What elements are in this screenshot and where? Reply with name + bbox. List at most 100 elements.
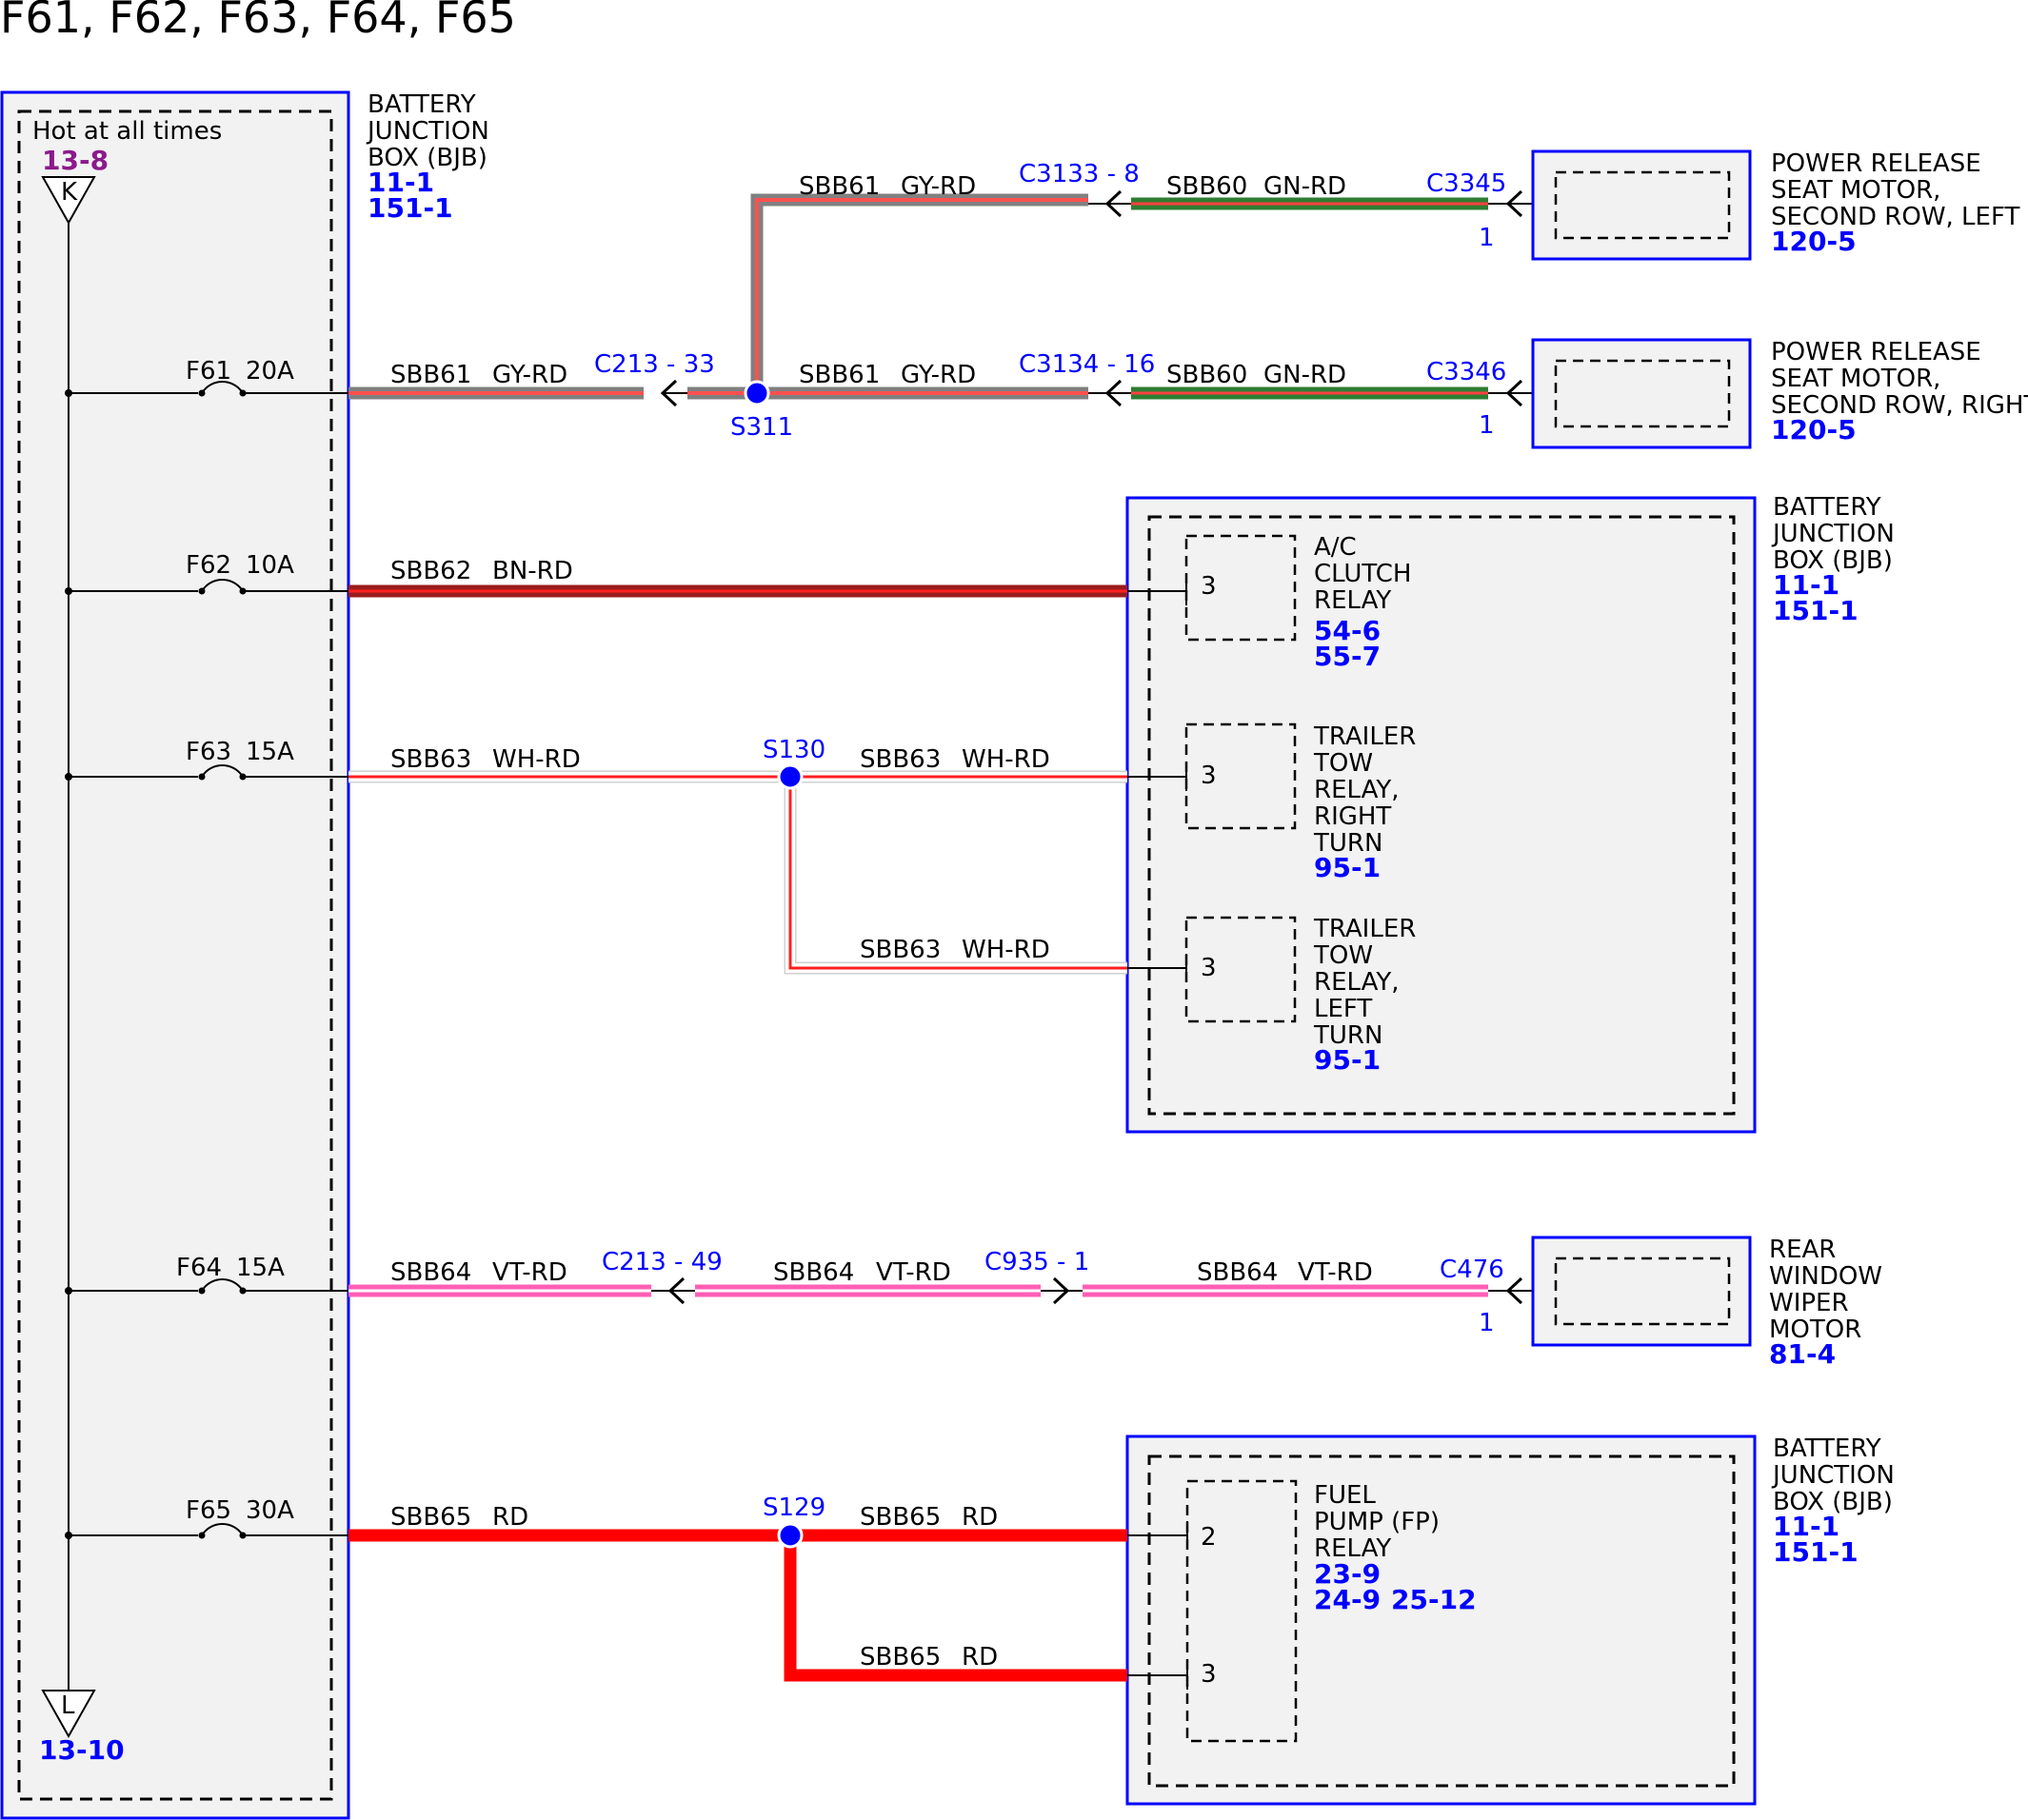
- connector-c3346-pin: 1: [1479, 411, 1495, 440]
- middle-bjb-name3: BOX (BJB): [1773, 546, 1893, 575]
- connector-c476[interactable]: C476: [1440, 1256, 1504, 1284]
- connector-c213-33[interactable]: C213 - 33: [594, 350, 715, 379]
- bottom-bjb-name3: BOX (BJB): [1773, 1488, 1893, 1516]
- seat-left-line1: POWER RELEASE: [1771, 149, 1981, 178]
- circuit-f63: S130 SBB63 WH-RD SBB63 WH-RD SBB63 WH-RD: [348, 736, 1187, 982]
- l-connector-icon: [41, 1690, 96, 1739]
- connector-c935[interactable]: C935 - 1: [984, 1248, 1089, 1276]
- seat-right-line2: SEAT MOTOR,: [1771, 365, 1940, 393]
- middle-bjb-frame: [1125, 496, 1757, 1134]
- fuse-f64-id: F64: [176, 1254, 222, 1282]
- wire-label-circuit: SBB64: [1197, 1258, 1278, 1287]
- connector-c3133[interactable]: C3133 - 8: [1019, 160, 1140, 188]
- middle-bjb-ref1[interactable]: 11-1: [1773, 569, 1839, 601]
- splice-s129-label: S129: [763, 1494, 825, 1522]
- fp-relay-ref1[interactable]: 23-9: [1314, 1558, 1381, 1590]
- middle-bjb-name2: JUNCTION: [1771, 520, 1895, 548]
- connector-c3345[interactable]: C3345: [1426, 169, 1506, 198]
- fuse-f64-rating: 15A: [236, 1254, 285, 1282]
- fuse-f63-rating: 15A: [246, 738, 294, 766]
- ac-clutch-relay-box: [1184, 534, 1297, 642]
- connector-c3134[interactable]: C3134 - 16: [1019, 350, 1155, 379]
- bottom-bjb-ref1[interactable]: 11-1: [1773, 1511, 1839, 1542]
- wiper-line2: WINDOW: [1769, 1262, 1882, 1291]
- ac-relay-ref2[interactable]: 55-7: [1314, 641, 1381, 672]
- wire-label-circuit: SBB60: [1166, 172, 1247, 201]
- splice-s311-label: S311: [730, 413, 793, 442]
- seat-right-line3: SECOND ROW, RIGHT: [1771, 391, 2028, 420]
- fuse-f63-id: F63: [186, 738, 231, 766]
- fp-relay-ref3[interactable]: 25-12: [1391, 1584, 1477, 1615]
- wire-label-circuit: SBB61: [799, 361, 880, 389]
- tt-right-line5: TURN: [1313, 829, 1382, 858]
- wire-label-color: BN-RD: [492, 557, 573, 585]
- tt-right-ref[interactable]: 95-1: [1314, 852, 1381, 883]
- seat-right-ref[interactable]: 120-5: [1771, 414, 1857, 445]
- middle-bjb-ref2[interactable]: 151-1: [1773, 595, 1859, 626]
- fp-relay-ref2[interactable]: 24-9: [1314, 1584, 1381, 1615]
- left-box-ref1[interactable]: 11-1: [368, 167, 434, 198]
- wire-label-color: WH-RD: [962, 745, 1050, 774]
- fuse-icon: [201, 1278, 244, 1292]
- hot-ref-link[interactable]: 13-8: [42, 145, 109, 176]
- fuse-icon: [201, 1523, 244, 1536]
- wire-label-circuit: SBB63: [860, 936, 941, 964]
- fp-relay-line2: PUMP (FP): [1314, 1508, 1440, 1536]
- wiper-ref[interactable]: 81-4: [1769, 1338, 1836, 1370]
- circuit-f65: S129 SBB65 RD SBB65 RD SBB65 RD: [348, 1494, 1188, 1690]
- ac-relay-line3: RELAY: [1314, 586, 1391, 615]
- wire-label-color: GN-RD: [1263, 361, 1346, 389]
- fuel-pump-relay-box: [1185, 1479, 1298, 1743]
- seat-left-ref[interactable]: 120-5: [1771, 226, 1857, 257]
- wire-label-color: GY-RD: [901, 361, 976, 389]
- ac-relay-ref1[interactable]: 54-6: [1314, 615, 1381, 646]
- seat-left-line2: SEAT MOTOR,: [1771, 176, 1940, 205]
- l-label: L: [61, 1691, 75, 1720]
- wire-label-color: RD: [962, 1643, 998, 1672]
- wire-label-circuit: SBB61: [799, 172, 880, 201]
- splice-s130-label: S130: [763, 736, 825, 764]
- trailer-tow-relay-left-box: [1184, 916, 1297, 1023]
- wire-label-circuit: SBB61: [390, 361, 471, 389]
- left-box-ref2[interactable]: 151-1: [368, 192, 453, 224]
- circuit-f64: SBB64 VT-RD SBB64 VT-RD SBB64 VT-RD C213…: [348, 1236, 1882, 1370]
- middle-junction-box: BATTERY JUNCTION BOX (BJB) 11-1 151-1 3 …: [1125, 493, 1895, 1134]
- fuse-icon: [201, 381, 244, 394]
- circuit-f62: SBB62 BN-RD: [348, 557, 1187, 605]
- fuse-f62-id: F62: [186, 551, 231, 580]
- bottom-bjb-ref2[interactable]: 151-1: [1773, 1536, 1859, 1568]
- connector-c213-49[interactable]: C213 - 49: [602, 1248, 723, 1276]
- seat-right-line1: POWER RELEASE: [1771, 338, 1981, 366]
- fuse-f65-id: F65: [186, 1496, 231, 1525]
- wire-label-color: VT-RD: [492, 1258, 567, 1287]
- left-box-name-line1: BATTERY: [368, 90, 476, 119]
- tt-left-ref[interactable]: 95-1: [1314, 1044, 1381, 1076]
- fuse-icon: [201, 579, 244, 592]
- connector-c3346[interactable]: C3346: [1426, 358, 1506, 386]
- splice-s130-icon: [777, 763, 804, 790]
- wiper-line3: WIPER: [1769, 1289, 1849, 1317]
- fuse-f65: F65 30A: [65, 1496, 348, 1539]
- fuse-f61: F61 20A: [65, 357, 348, 397]
- wiper-line1: REAR: [1769, 1236, 1836, 1264]
- fuse-f62-rating: 10A: [246, 551, 294, 580]
- wire-label-circuit: SBB64: [773, 1258, 854, 1287]
- hot-at-all-times-label: Hot at all times: [32, 117, 222, 146]
- wire-label-circuit: SBB63: [390, 745, 471, 774]
- bottom-ref-link[interactable]: 13-10: [39, 1734, 125, 1766]
- wire-label-circuit: SBB65: [860, 1503, 941, 1532]
- tt-left-pin: 3: [1201, 954, 1217, 982]
- fp-relay-line1: FUEL: [1314, 1481, 1376, 1510]
- fuse-f65-rating: 30A: [246, 1496, 294, 1525]
- wire-label-color: GY-RD: [492, 361, 567, 389]
- ac-relay-pin: 3: [1201, 572, 1217, 601]
- seat-motor-left: POWER RELEASE SEAT MOTOR, SECOND ROW, LE…: [1531, 149, 2019, 261]
- seat-left-line3: SECOND ROW, LEFT: [1771, 203, 2019, 231]
- left-junction-box: Hot at all times 13-8 K L 13-10 BATTERY …: [0, 90, 489, 1820]
- seat-motor-right-frame: [1531, 338, 1752, 449]
- k-label: K: [61, 178, 78, 207]
- wire-label-circuit: SBB63: [860, 745, 941, 774]
- fp-relay-line3: RELAY: [1314, 1534, 1391, 1563]
- tt-left-line3: RELAY,: [1314, 968, 1400, 997]
